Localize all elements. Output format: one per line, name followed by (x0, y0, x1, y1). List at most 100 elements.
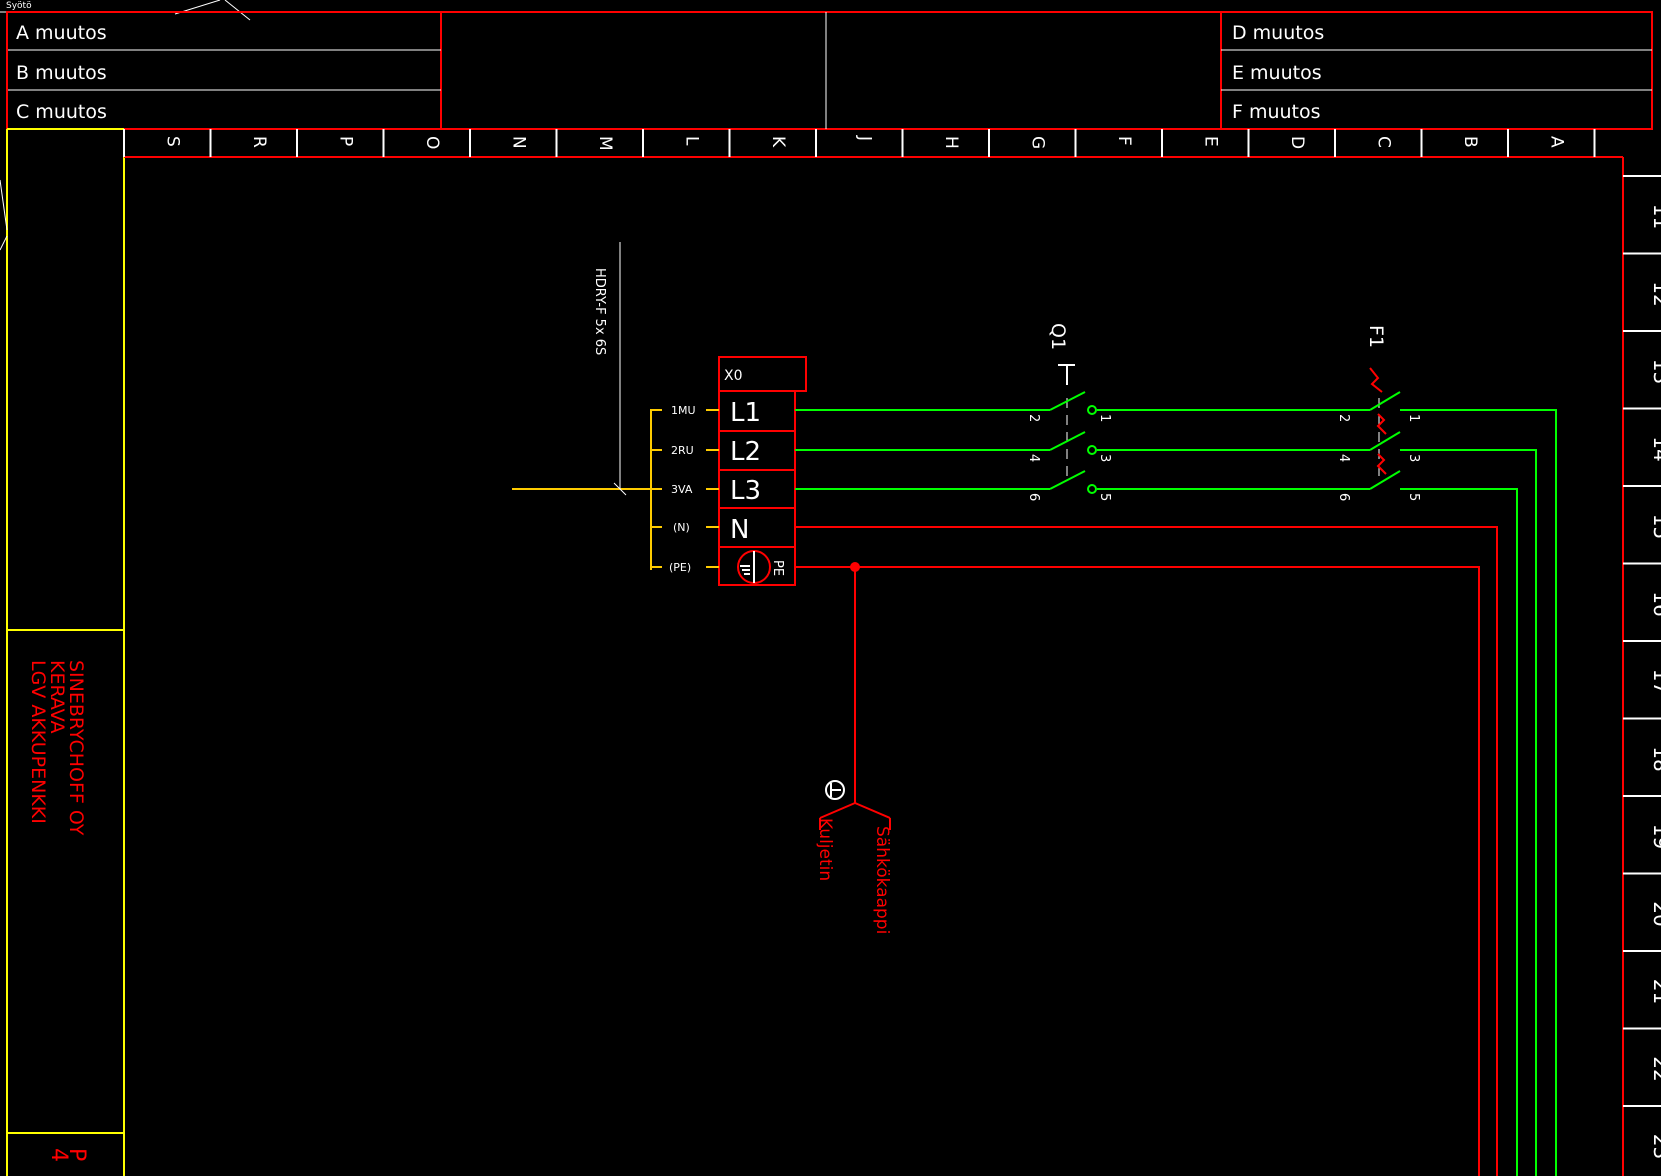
sheet-stub-2: 4 (46, 1148, 71, 1162)
terminal-l3: L3 (730, 476, 761, 506)
row-number: 20 (1649, 901, 1661, 926)
wire-id-2ru: 2RU (671, 444, 694, 457)
company-title-block: SINEBRYCHOFF OY KERAVA LGV AKKUPENKKI (27, 660, 87, 836)
q1-pin-5: 5 (1097, 493, 1112, 501)
row-number: 15 (1649, 514, 1661, 539)
column-letter: G (1027, 136, 1047, 149)
terminal-block-x0[interactable]: X0 L1 L2 L3 N PE 1MU 2RU 3VA (N) (651, 356, 807, 586)
column-letter: C (1373, 136, 1393, 148)
revision-b-label: B muutos (16, 62, 107, 84)
frame-tick (0, 179, 8, 231)
column-letter: O (422, 136, 442, 149)
ground-label-sahkokaappi: Sähkökaappi (872, 826, 892, 934)
ground-connection[interactable]: Kuljetin Sähkökaappi (815, 780, 892, 934)
f1-pin-5: 5 (1406, 493, 1421, 501)
q1-label: Q1 (1047, 323, 1069, 350)
f1-pin-6: 6 (1336, 493, 1351, 501)
supply-cable[interactable]: HDRY-F 5x 6S (512, 242, 652, 570)
pe-label: PE (770, 560, 785, 576)
company-line-1: SINEBRYCHOFF OY (65, 660, 87, 836)
frame-tick (0, 235, 8, 251)
column-letter: F (1114, 136, 1134, 146)
row-number: 11 (1649, 204, 1661, 229)
column-letter: N (508, 136, 528, 149)
earth-ground-icon (825, 780, 845, 800)
row-number: 12 (1649, 281, 1661, 306)
sheet-stub-1: P (64, 1148, 89, 1161)
cable-marker (613, 482, 627, 496)
wire-l1-segment (1400, 409, 1557, 1176)
terminal-l1: L1 (730, 398, 761, 428)
column-letter: R (249, 136, 269, 148)
wire-id-pe: (PE) (669, 561, 691, 574)
neutral-pe-wires[interactable] (795, 526, 1498, 1176)
column-letter: H (941, 136, 961, 149)
company-line-3: LGV AKKUPENKKI (27, 660, 49, 824)
q1-pin-1: 1 (1097, 414, 1112, 422)
main-switch-q1[interactable]: Q1 2 4 6 1 3 5 (1026, 323, 1112, 501)
revision-c-label: C muutos (16, 101, 107, 123)
f1-label: F1 (1365, 325, 1387, 348)
column-letter: P (335, 136, 355, 146)
f1-trip-icon (1369, 367, 1387, 475)
f1-pin-3: 3 (1406, 454, 1421, 462)
column-letter: B (1460, 136, 1480, 148)
row-number: 22 (1649, 1056, 1661, 1081)
column-letter: D (1287, 136, 1307, 149)
column-letter: M (595, 136, 615, 151)
title-stub: Syötö (6, 1, 32, 11)
wire-id-n: (N) (673, 521, 690, 534)
f1-pin-4: 4 (1336, 454, 1351, 462)
revision-a-label: A muutos (16, 22, 107, 44)
fuse-switch-f1[interactable]: F1 2 4 6 1 3 5 (1336, 325, 1421, 501)
column-letter: J (854, 135, 874, 141)
sheet-number-stub: P 4 (46, 1148, 89, 1162)
terminal-block-name: X0 (724, 368, 743, 384)
revision-e-label: E muutos (1232, 62, 1322, 84)
phase-wires[interactable] (795, 409, 1557, 1176)
column-letter: S (162, 136, 182, 147)
row-number: 19 (1649, 824, 1661, 849)
wire-l3-segment (1400, 488, 1518, 1176)
row-number: 18 (1649, 746, 1661, 771)
row-number: 17 (1649, 669, 1661, 694)
terminal-n: N (730, 515, 749, 545)
column-letter: E (1200, 136, 1220, 147)
f1-pin-1: 1 (1406, 414, 1421, 422)
wire-pe (795, 566, 1480, 1176)
q1-pin-2: 2 (1026, 414, 1041, 422)
pe-junction-dot (850, 562, 860, 572)
row-number: 13 (1649, 359, 1661, 384)
corner-diagonal (224, 0, 251, 21)
revision-header: Syötö A muutos B muutos C muutos D muuto… (0, 0, 1653, 130)
row-number: 23 (1649, 1134, 1661, 1159)
wire-id-3va: 3VA (671, 483, 693, 496)
revision-d-label: D muutos (1232, 22, 1324, 44)
column-letter: L (681, 136, 701, 146)
ground-branch-right (854, 802, 891, 819)
terminal-l2: L2 (730, 437, 761, 467)
column-letter: A (1546, 136, 1566, 148)
row-ruler: 11 12 13 14 15 16 17 18 19 20 21 22 23 (1623, 175, 1661, 1159)
ground-label-kuljetin: Kuljetin (815, 818, 835, 881)
company-line-2: KERAVA (46, 660, 68, 733)
revision-f-label: F muutos (1232, 101, 1321, 123)
row-number: 16 (1649, 591, 1661, 616)
q1-pin-3: 3 (1097, 454, 1112, 462)
column-letter: K (768, 136, 788, 148)
ground-branch-left (819, 802, 856, 819)
wire-n (795, 526, 1498, 1176)
row-number: 14 (1649, 436, 1661, 461)
q1-pin-6: 6 (1026, 493, 1041, 501)
q1-pin-4: 4 (1026, 454, 1041, 462)
wire-l2-segment (1400, 449, 1537, 1176)
cable-type-label: HDRY-F 5x 6S (592, 268, 607, 355)
header-frame (6, 11, 1653, 130)
row-number: 21 (1649, 979, 1661, 1004)
wire-id-1mu: 1MU (671, 404, 696, 417)
f1-pin-2: 2 (1336, 414, 1351, 422)
pe-ground-icon (737, 550, 771, 584)
